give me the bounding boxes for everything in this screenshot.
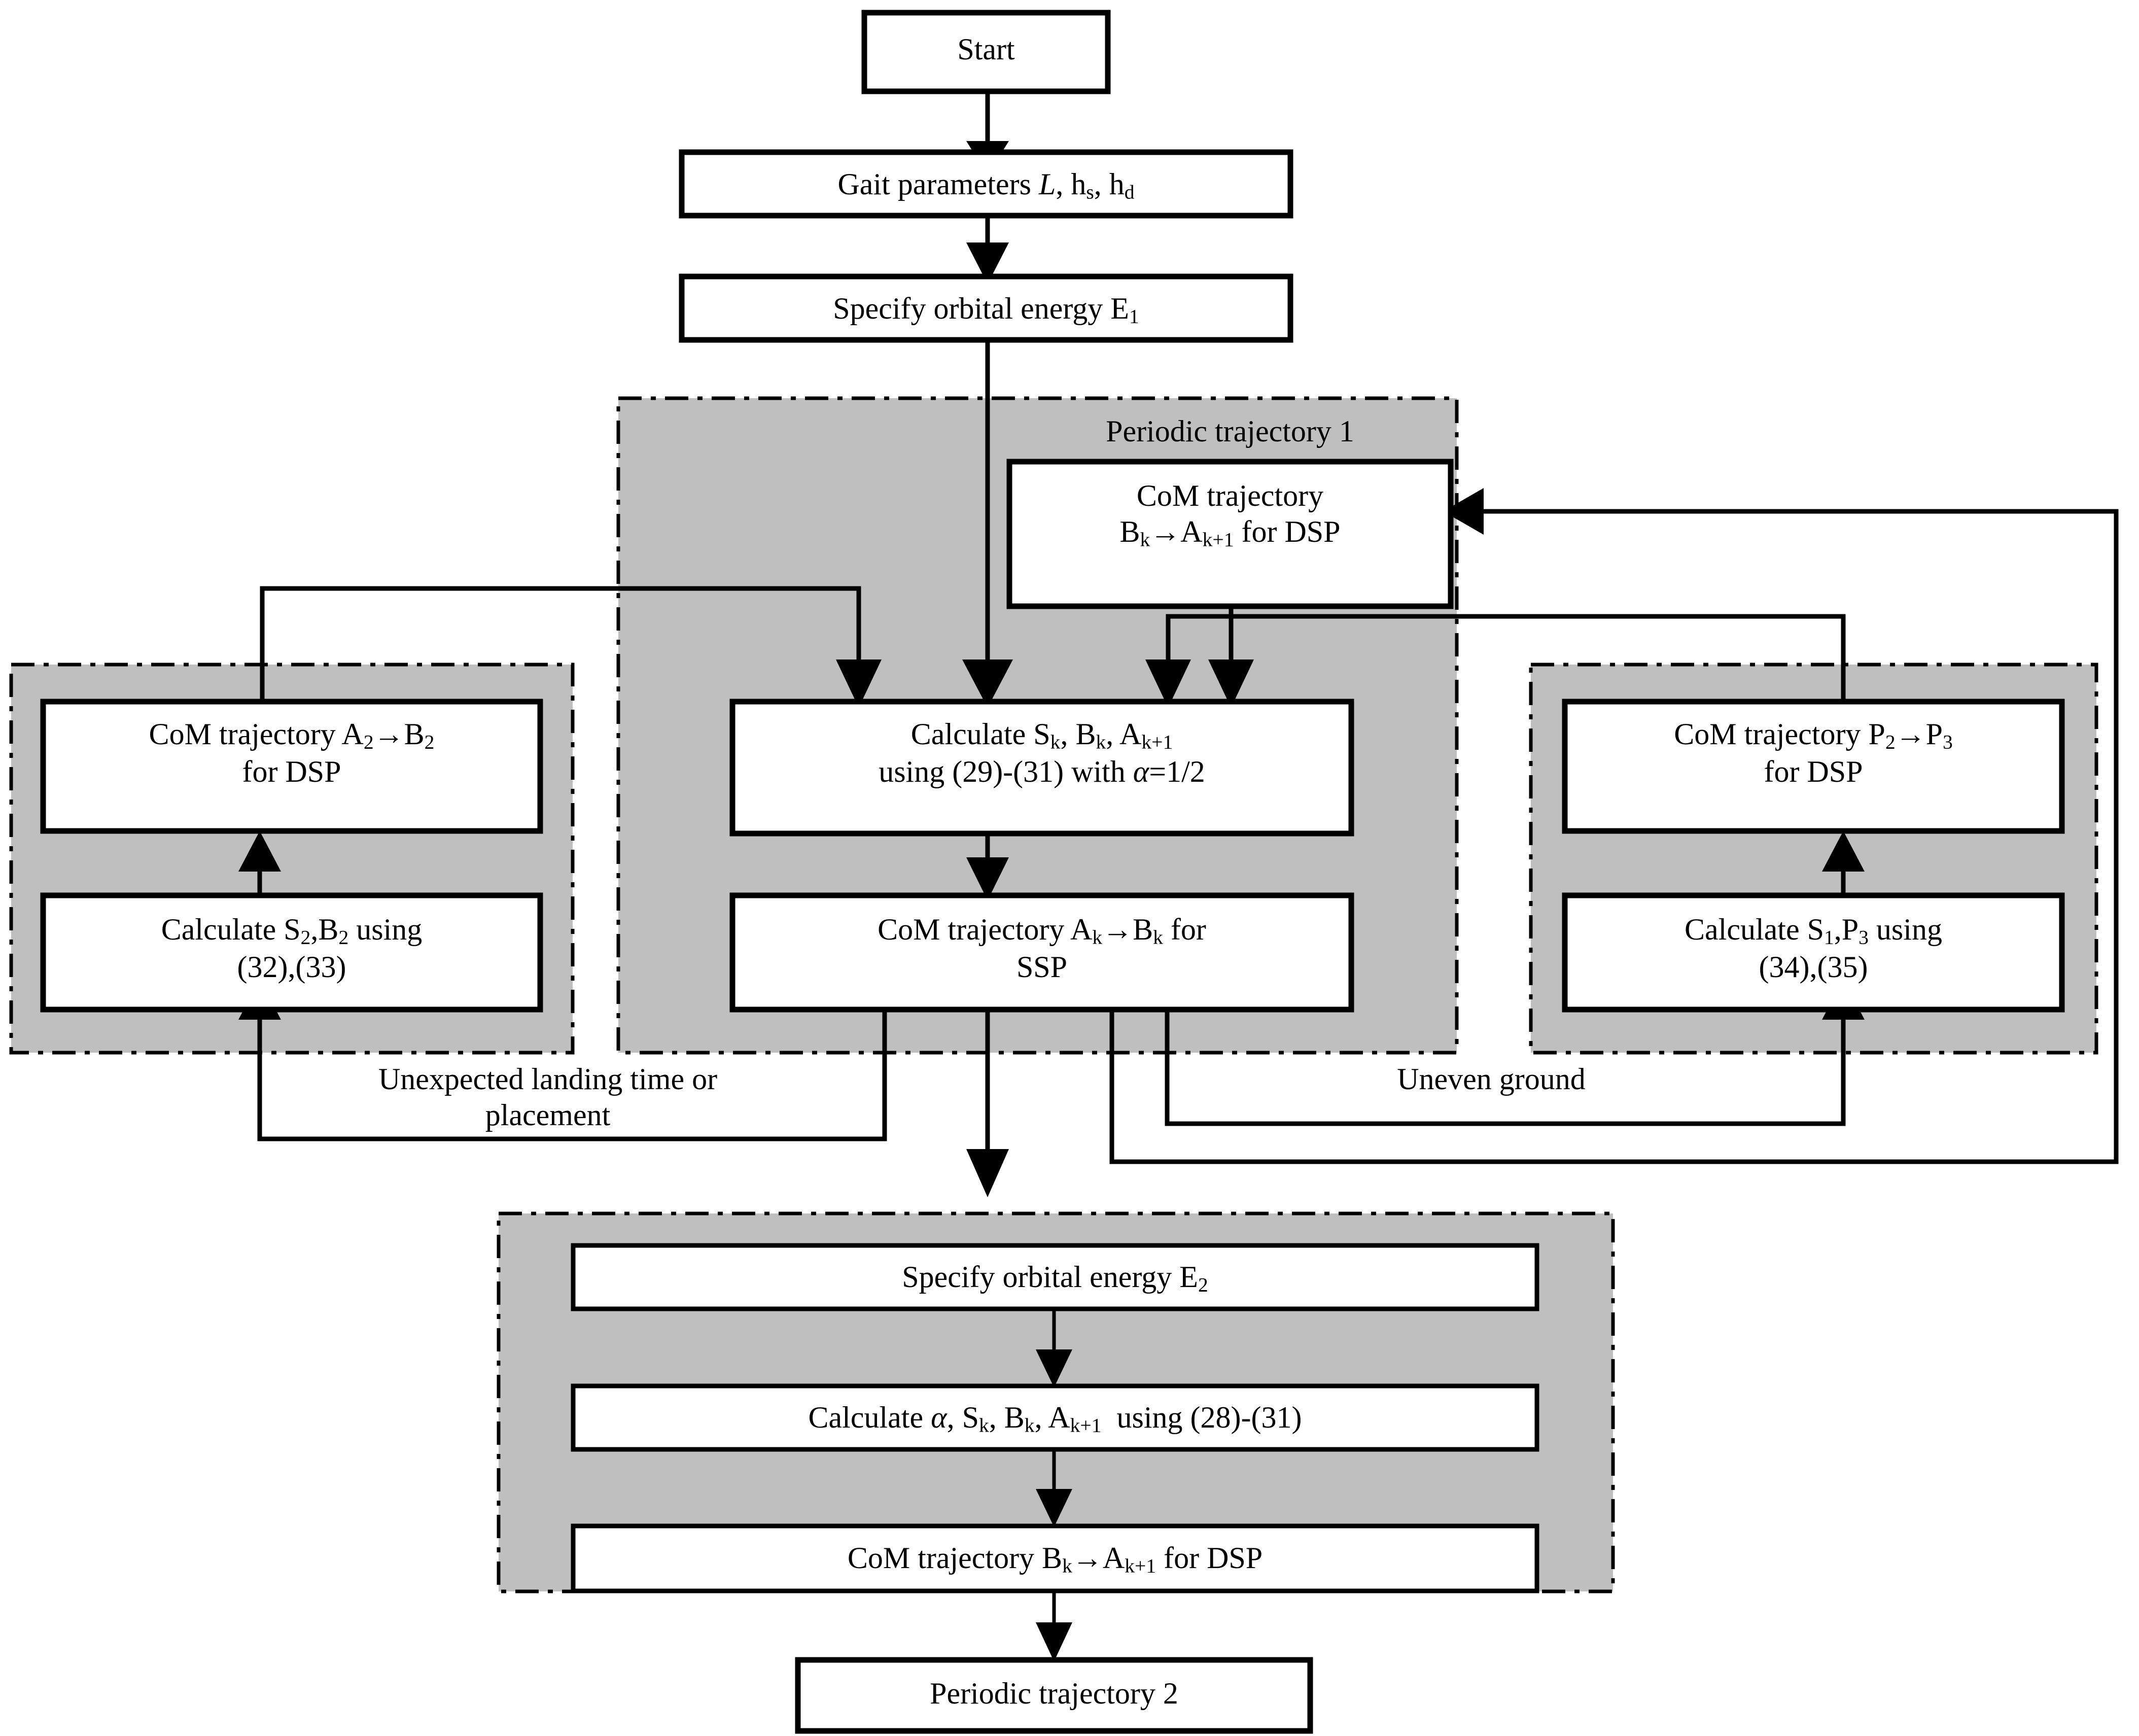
node-e1-label: Specify orbital energy E1 [833, 292, 1139, 328]
edge-right-outer-loop [1109, 509, 2119, 1164]
arrowhead-calculate-to-ssp [966, 857, 1009, 900]
edge-right-dsp-to-calculate [1166, 614, 1846, 703]
node-com-p2p3-box[interactable] [1562, 699, 2065, 834]
arrowhead-calcs1p3-to-comP2P3 [1822, 831, 1865, 872]
node-periodic2-label: Periodic trajectory 2 [930, 1677, 1178, 1710]
arrowhead-e2-to-calcalpha [1036, 1349, 1072, 1387]
edge-unexpected-feedback [257, 1007, 887, 1141]
node-calc-s2b2-label: Calculate S2,B2 using(32),(33) [161, 913, 423, 984]
arrowhead-calcs2-to-comA2B2 [238, 831, 281, 872]
node-calculate-box[interactable] [729, 699, 1354, 837]
node-ssp-box[interactable] [729, 892, 1354, 1013]
node-com-a2b2-box[interactable] [40, 699, 543, 834]
edge-uneven-feedback-inner [1165, 1007, 1846, 1126]
arrowhead-comdsp-to-calculate [1208, 659, 1254, 708]
node-combkak1-bottom-label: CoM trajectory Bk→Ak+1 for DSP [847, 1541, 1263, 1577]
arrowhead-e1-to-calculate [962, 659, 1013, 708]
arrowhead-right-dsp-to-calculate [1145, 659, 1191, 708]
node-e2-box[interactable] [571, 1243, 1539, 1311]
node-calc-s1p3-label: Calculate S1,P3 using(34),(35) [1685, 913, 1942, 984]
node-calc-s1p3-box[interactable] [1562, 892, 2065, 1013]
arrowhead-right-outer-loop [1443, 488, 1484, 535]
edge-left-dsp-to-calculate [260, 586, 861, 703]
node-comdsp-top-box[interactable] [1006, 459, 1454, 609]
node-periodic2-box[interactable] [795, 1657, 1313, 1734]
arrowhead-ssp-to-bottom [966, 1149, 1009, 1197]
node-gait-label: Gait parameters L, hs, hd [837, 167, 1135, 203]
node-combkak1-bottom-box[interactable] [571, 1523, 1539, 1593]
node-calc-s2b2-box[interactable] [40, 892, 543, 1013]
arrowhead-calcalpha-to-combkak1 [1036, 1489, 1072, 1527]
arrowhead-gait-to-e1 [966, 242, 1009, 284]
node-calcalpha-box[interactable] [571, 1383, 1539, 1452]
group-label-periodic-trajectory-1: Periodic trajectory 1 [1106, 414, 1354, 448]
arrowhead-bottom-to-periodic2 [1036, 1622, 1072, 1661]
arrowhead-left-dsp-to-calculate [836, 659, 882, 708]
node-start-label: Start [957, 32, 1015, 66]
node-e2-label: Specify orbital energy E2 [902, 1260, 1208, 1296]
node-gait-box[interactable] [679, 149, 1293, 219]
node-calcalpha-label: Calculate α, Sk, Bk, Ak+1 using (28)-(31… [808, 1401, 1302, 1437]
node-e1-box[interactable] [679, 273, 1293, 343]
node-start-box[interactable] [861, 10, 1111, 94]
edge-label-uneven: Uneven ground [1397, 1062, 1586, 1096]
